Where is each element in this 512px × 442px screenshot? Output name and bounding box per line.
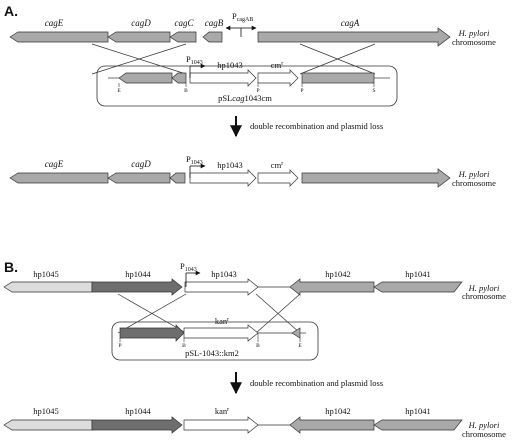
restriction-sites: E B P P S xyxy=(117,83,376,94)
panel-a-label: A. xyxy=(4,3,18,19)
result-hp1045-label: hp1045 xyxy=(33,406,59,416)
result-hp1043-label: hp1043 xyxy=(217,160,243,170)
site-e-label: E xyxy=(117,88,121,94)
kanr-insert-label: kanr xyxy=(215,316,229,326)
panel-b-label: B. xyxy=(4,259,18,275)
cage-gene-arrow xyxy=(9,31,109,43)
cagb-gene-arrow xyxy=(202,31,223,43)
hp1042-label: hp1042 xyxy=(325,269,351,279)
result-b-chromosome-label: chromosome xyxy=(462,429,506,439)
result-kanr-label: kanr xyxy=(215,406,229,416)
p1043-promoter-arrow xyxy=(189,63,206,78)
result-cage-label: cagE xyxy=(45,159,64,169)
hp1042-gene-arrow xyxy=(289,278,375,296)
result-b-species-label: H. pylori xyxy=(468,420,500,430)
step-label-b: double recombination and plasmid loss xyxy=(250,378,383,388)
hp1041-label: hp1041 xyxy=(405,269,431,279)
cage-label: cagE xyxy=(45,18,64,28)
cagb-label: cagB xyxy=(205,18,224,28)
step-label-a: double recombination and plasmid loss xyxy=(250,121,383,131)
result-hp1042-label: hp1042 xyxy=(325,406,351,416)
cagd-label: cagD xyxy=(131,18,151,28)
cagc-label: cagC xyxy=(175,18,195,28)
chromosome-label: chromosome xyxy=(452,37,496,47)
result-p1043-label: P1043 xyxy=(186,154,203,166)
cmr-insert-label: cmr xyxy=(271,60,283,70)
hp1045-label: hp1045 xyxy=(33,269,59,279)
result-chromosome-label: chromosome xyxy=(452,178,496,188)
panel-b: B. hp1045 hp1044 hp1043 hp1042 hp1041 P1… xyxy=(3,259,506,439)
site-b2-label-b: B xyxy=(256,343,260,349)
panel-a: A. cagE cagD cagC cagB cagA PcagAB H. py… xyxy=(4,3,496,188)
hp1045-gene-arrow xyxy=(3,281,93,293)
plasmid-psl-1043-km2: kanr P B B E pSL-1043::km2 xyxy=(111,316,319,361)
panel-b-chromosome: hp1045 hp1044 hp1043 hp1042 hp1041 P1043… xyxy=(3,261,506,301)
site-s-label: S xyxy=(372,88,375,94)
restriction-sites-b: P B B E xyxy=(118,333,302,349)
hp1043-gene-arrow xyxy=(184,278,259,296)
hp1044-label: hp1044 xyxy=(125,269,151,279)
hp1041-gene-arrow xyxy=(373,281,463,293)
p1043-label-b: P1043 xyxy=(180,261,197,273)
result-hp1044-label: hp1044 xyxy=(125,406,151,416)
site-p-label: P xyxy=(256,88,259,94)
plasmid-a-name: pSLcag1043cm xyxy=(218,93,272,103)
site-b-label: B xyxy=(184,88,188,94)
panel-b-crossover-lines xyxy=(117,293,301,334)
site-p2-label: P xyxy=(300,88,303,94)
panel-a-chromosome: cagE cagD cagC cagB cagA PcagAB H. pylor… xyxy=(9,11,496,47)
hp1043-insert-label: hp1043 xyxy=(217,60,243,70)
caga-label: cagA xyxy=(341,18,360,28)
hp1043-label: hp1043 xyxy=(211,269,237,279)
result-species-label: H. pylori xyxy=(458,169,490,179)
b-chromosome-label: chromosome xyxy=(462,291,506,301)
result-p1043-arrow xyxy=(189,163,206,178)
site-p-label-b: P xyxy=(118,343,121,349)
cagc-gene-arrow xyxy=(169,31,197,43)
plasmid-b-name: pSL-1043::km2 xyxy=(185,348,239,358)
site-e-label-b: E xyxy=(298,343,302,349)
site-b-label-b: B xyxy=(182,343,186,349)
result-cagd-label: cagD xyxy=(131,159,151,169)
caga-gene-arrow xyxy=(257,27,451,47)
hp1044-gene-arrow xyxy=(91,278,183,296)
result-hp1041-label: hp1041 xyxy=(405,406,431,416)
p1043-promoter-arrow-b xyxy=(185,270,201,287)
b-species-label: H. pylori xyxy=(468,283,500,293)
result-cmr-label: cmr xyxy=(271,160,283,170)
panel-a-crossover-lines xyxy=(91,43,376,75)
plasmid-pslcag1043cm: P1043 hp1043 cmr E B P P S pSLcag1043cm xyxy=(96,54,398,107)
p1043-label: P1043 xyxy=(186,54,203,66)
panel-a-result-chromosome: cagE cagD P1043 hp1043 cmr H. pylori chr… xyxy=(9,154,496,188)
panel-b-result-chromosome: hp1045 hp1044 kanr hp1042 hp1041 H. pylo… xyxy=(3,406,506,439)
chromosome-species-label: H. pylori xyxy=(458,28,490,38)
cagd-gene-arrow xyxy=(107,31,171,43)
promoter-cagab-label: PcagAB xyxy=(232,11,253,23)
bidirectional-promoter xyxy=(225,25,257,37)
